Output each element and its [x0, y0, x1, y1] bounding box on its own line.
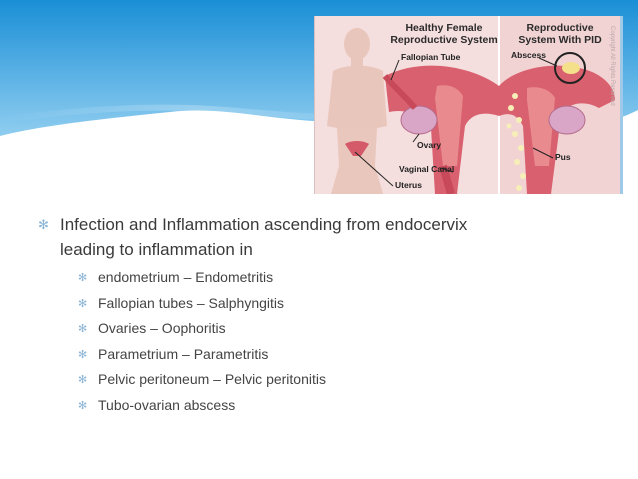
sub-bullet-text: Parametrium – Parametritis [98, 345, 269, 362]
asterisk-bullet-icon: ✻ [78, 399, 88, 412]
healthy-system-title: Healthy Female Reproductive System [390, 22, 498, 46]
sub-bullet-text: Fallopian tubes – Salphyngitis [98, 294, 285, 311]
sub-bullet: ✻ Pelvic peritoneum – Pelvic peritonitis [78, 367, 508, 393]
sub-bullet-text: endometrium – Endometritis [98, 269, 274, 285]
asterisk-bullet-icon: ✻ [78, 348, 88, 361]
sub-bullet: ✻ Tubo-ovarian abscess [78, 393, 508, 419]
reproductive-system-figure: Healthy Female Reproductive System Repro… [314, 16, 623, 194]
bullet-list: ✻ Infection and Inflammation ascending f… [38, 212, 508, 418]
sub-bullet: ✻ Ovaries – Oophoritis [78, 316, 508, 342]
figure-watermark: Copyright All Rights Reserved [609, 26, 615, 106]
sub-bullet-text: Tubo-ovarian abscess [98, 396, 236, 413]
label-fallopian-tube: Fallopian Tube [401, 52, 461, 62]
asterisk-bullet-icon: ✻ [78, 272, 88, 284]
label-vaginal-canal: Vaginal Canal [399, 164, 455, 174]
label-abscess: Abscess [511, 50, 546, 60]
asterisk-bullet-icon: ✻ [38, 217, 49, 232]
asterisk-bullet-icon: ✻ [78, 374, 88, 386]
sub-bullet-text: Ovaries – Oophoritis [98, 320, 226, 336]
asterisk-bullet-icon: ✻ [78, 323, 88, 335]
main-bullet-text: Infection and Inflammation ascending fro… [60, 215, 468, 259]
label-pus: Pus [555, 152, 571, 162]
label-uterus: Uterus [395, 180, 422, 190]
asterisk-bullet-icon: ✻ [78, 297, 88, 310]
label-ovary: Ovary [417, 140, 442, 150]
sub-bullet: ✻ Parametrium – Parametritis [78, 342, 508, 368]
anatomy-illustration [327, 16, 623, 194]
pid-system-title: Reproductive System With PID [518, 22, 602, 46]
sub-bullet: ✻ endometrium – Endometritis [78, 265, 508, 291]
main-bullet: ✻ Infection and Inflammation ascending f… [38, 212, 508, 262]
sub-bullet-text: Pelvic peritoneum – Pelvic peritonitis [98, 371, 326, 387]
sub-bullet: ✻ Fallopian tubes – Salphyngitis [78, 291, 508, 317]
sub-bullet-list: ✻ endometrium – Endometritis ✻ Fallopian… [38, 265, 508, 418]
